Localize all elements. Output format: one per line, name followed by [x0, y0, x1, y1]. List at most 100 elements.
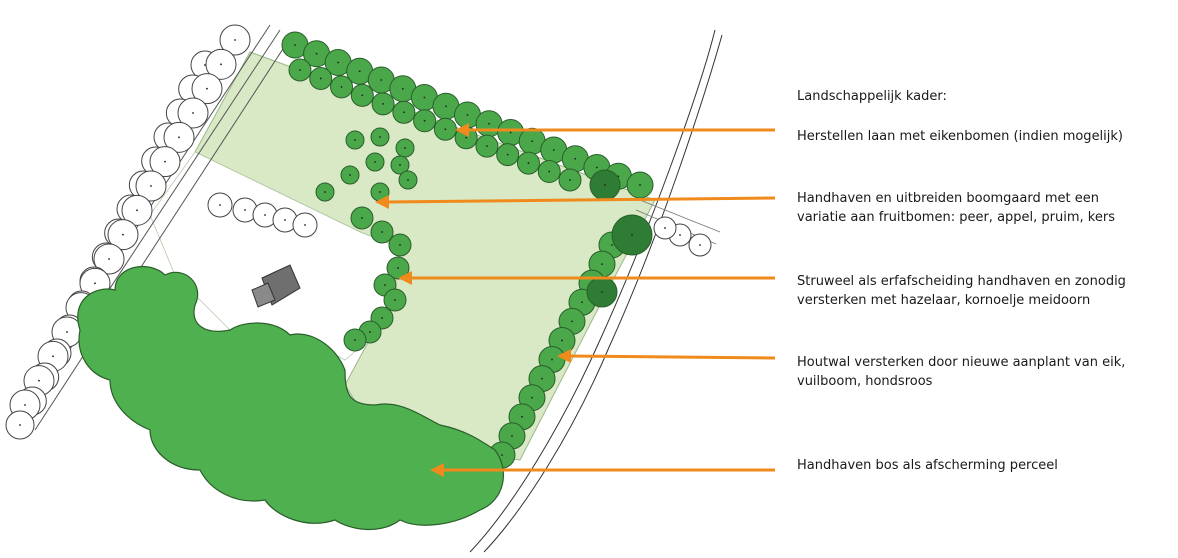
shrub-dot: [361, 217, 363, 219]
orchard-tree-dot: [379, 136, 381, 138]
hedgerow-tree-dot: [604, 184, 606, 186]
avenue-tree-dot: [382, 102, 384, 105]
avenue-tree-dot: [509, 131, 512, 134]
avenue-tree-dot: [380, 79, 383, 81]
annotation-boomgaard-line-1: Handhaven en uitbreiden boomgaard met ee…: [797, 191, 1099, 206]
annotation-struweel-line-1: Struweel als erfafscheiding handhaven en…: [797, 274, 1126, 289]
avenue-tree-dot: [569, 179, 571, 181]
orchard-tree-dot: [407, 179, 409, 181]
outline-trees: [5, 24, 712, 440]
hedgerow-tree-dot: [511, 435, 513, 437]
avenue-tree-dot: [548, 170, 551, 173]
annotation-boomgaard-line-2: variatie aan fruitbomen: peer, appel, pr…: [797, 210, 1115, 225]
right-boundary-lines: [469, 29, 723, 553]
orchard-tree-dot: [399, 164, 401, 166]
outline-tree-dot: [94, 282, 96, 285]
arrow-head: [398, 271, 412, 285]
annotation-struweel-line-2: versterken met hazelaar, kornoelje meido…: [797, 293, 1091, 308]
avenue-tree-dot: [574, 157, 577, 160]
outline-tree-dot: [699, 244, 701, 246]
outline-tree-dot: [679, 234, 681, 236]
avenue-tree-dot: [340, 86, 343, 88]
avenue-tree-dot: [444, 128, 447, 131]
outline-tree-dot: [304, 224, 306, 226]
hedgerow-tree-dot: [571, 320, 573, 323]
orchard-tree-dot: [404, 147, 406, 149]
avenue-tree-dot: [319, 77, 322, 80]
annotation-boomgaard: Handhaven en uitbreiden boomgaard met ee…: [797, 189, 1115, 227]
farm-building: [251, 264, 301, 308]
outline-tree-dot: [219, 204, 221, 206]
shrub-dot: [354, 339, 356, 341]
arrow-head: [455, 123, 469, 137]
outline-tree-dot: [206, 87, 208, 90]
shrub-dot: [381, 317, 383, 319]
annotation-bos-line-1: Handhaven bos als afscherming perceel: [797, 458, 1058, 473]
outline-tree-dot: [664, 227, 666, 229]
shrub-dot: [369, 331, 371, 333]
annotation-bos: Handhaven bos als afscherming perceel: [797, 456, 1058, 475]
hedgerow-tree-dot: [521, 415, 523, 418]
orchard-tree-dot: [379, 191, 381, 193]
avenue-tree-dot: [506, 153, 509, 156]
shrub-dot: [381, 231, 383, 233]
avenue-tree-dot: [423, 119, 426, 122]
avenue-tree-dot: [401, 87, 404, 90]
orchard-tree-dot: [324, 191, 326, 193]
avenue-tree-dot: [465, 136, 468, 139]
outline-tree-dot: [19, 424, 21, 426]
avenue-tree-dot: [486, 145, 488, 148]
arrow-line: [386, 196, 776, 204]
avenue-tree-dot: [552, 149, 555, 151]
shrub-dot: [384, 284, 386, 286]
hedgerow-tree-dot: [601, 263, 603, 265]
shrub-dot: [399, 244, 401, 246]
avenue-tree-dot: [527, 162, 530, 164]
avenue-tree-dot: [361, 94, 364, 97]
orchard-tree-dot: [349, 174, 351, 176]
arrow-line: [568, 354, 776, 360]
avenue-tree-dot: [337, 61, 340, 64]
outline-tree-dot: [284, 219, 286, 221]
annotation-houtwal-line-1: Houtwal versterken door nieuwe aanplant …: [797, 355, 1126, 370]
avenue-tree-dot: [488, 122, 490, 125]
annotation-arrows: [375, 123, 776, 477]
shrub-dot: [397, 267, 399, 269]
outline-tree-dot: [204, 64, 206, 66]
legend-title: Landschappelijk kader:: [797, 89, 947, 104]
avenue-tree-dot: [315, 52, 318, 55]
outline-tree-dot: [192, 112, 194, 114]
outline-tree-dot: [66, 331, 68, 333]
outline-tree-dot: [264, 214, 266, 216]
avenue-tree-dot: [466, 114, 469, 116]
annotation-houtwal-line-2: vuilboom, hondsroos: [797, 374, 933, 389]
hedgerow-tree-dot: [551, 358, 553, 361]
avenue-tree-dot: [423, 96, 426, 99]
outline-tree-dot: [150, 185, 152, 187]
avenue-tree-dot: [299, 69, 301, 71]
avenue-tree-dot: [639, 184, 641, 186]
outline-tree-dot: [136, 209, 138, 212]
avenue-tree-dot: [294, 44, 296, 46]
avenue-tree-dot: [595, 166, 598, 169]
hedgerow-tree-dot: [611, 244, 613, 246]
annotation-houtwal: Houtwal versterken door nieuwe aanplant …: [797, 353, 1125, 391]
hedgerow-tree-dot: [501, 454, 503, 456]
avenue-tree-dot: [358, 70, 361, 73]
hedgerow-tree-dot: [561, 339, 563, 342]
orchard-tree-dot: [354, 139, 356, 141]
outline-tree-dot: [122, 233, 124, 236]
annotation-laan: Herstellen laan met eikenbomen (indien m…: [797, 127, 1123, 146]
outline-tree-dot: [244, 209, 246, 211]
hedgerow-tree-dot: [541, 377, 543, 380]
outline-tree-dot: [38, 379, 40, 382]
outline-tree-dot: [24, 404, 26, 406]
arrow-head: [375, 195, 389, 209]
outline-tree-dot: [164, 160, 166, 163]
outline-tree-dot: [234, 39, 236, 41]
avenue-tree-dot: [445, 105, 447, 108]
hedgerow-tree-dot: [601, 291, 603, 293]
arrow-head: [557, 349, 571, 363]
avenue-tree-dot: [402, 111, 405, 114]
